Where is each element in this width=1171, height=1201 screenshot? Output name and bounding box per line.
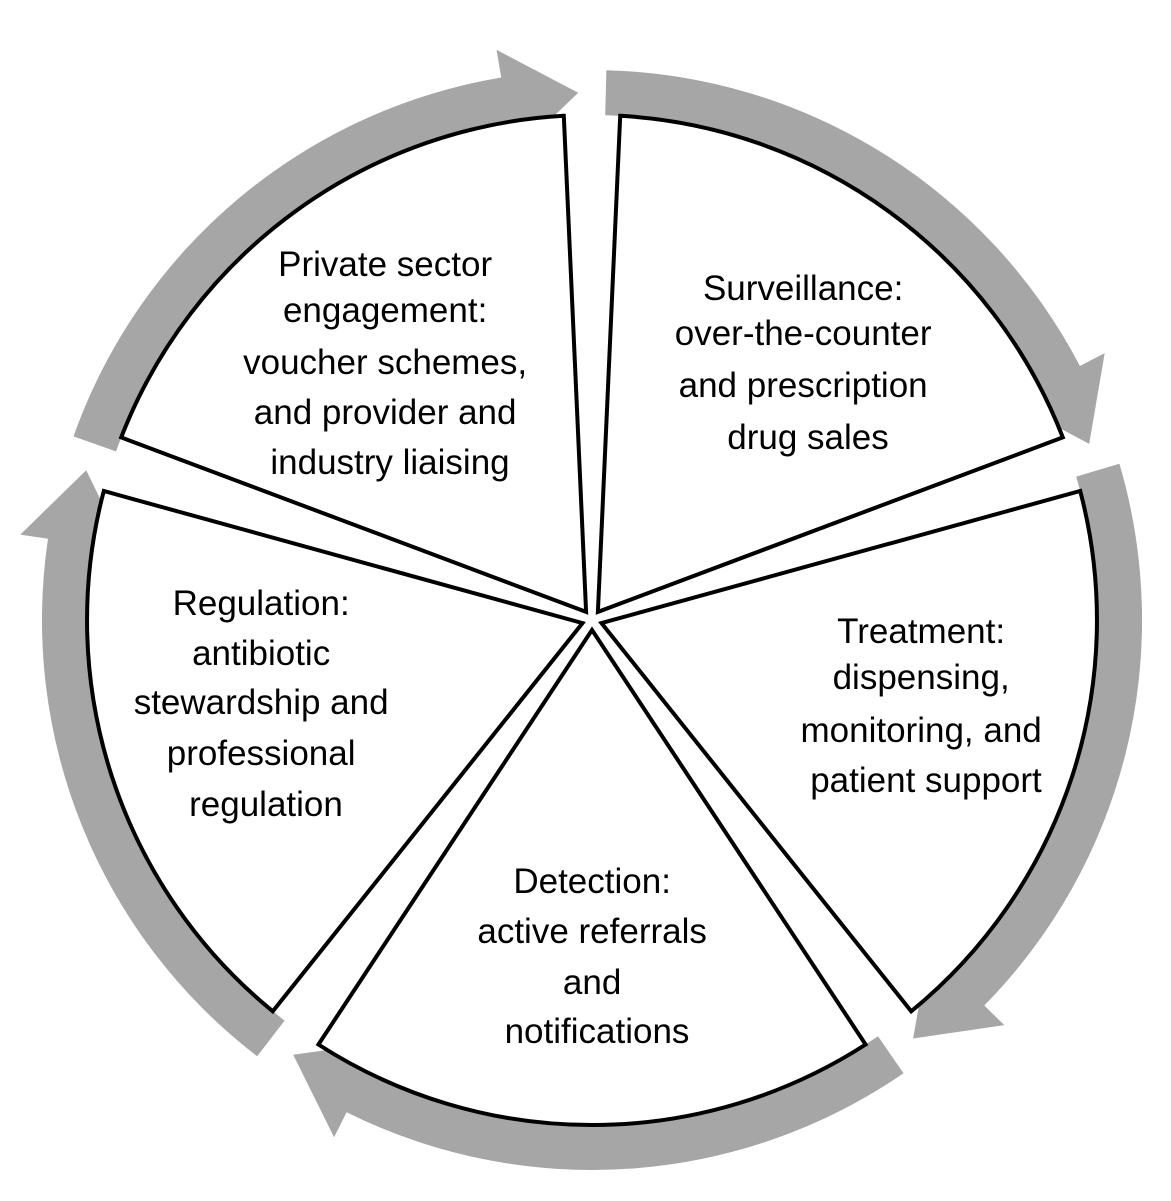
segment-surveillance xyxy=(595,113,1066,615)
regulation-label: Regulation: antibiotic stewardship and p… xyxy=(134,584,399,824)
detection-label: Detection: active referrals and notifica… xyxy=(477,862,716,1051)
cycle-segments xyxy=(85,113,1099,1127)
surveillance-label: Surveillance: over-the-counter and presc… xyxy=(675,269,942,457)
private-sector-label: Private sector engagement: voucher schem… xyxy=(243,245,537,482)
segment-regulation xyxy=(85,488,586,1015)
cycle-arrow-private-sector xyxy=(73,49,579,452)
segment-detection xyxy=(315,626,869,1127)
cycle-arrow-detection xyxy=(293,1036,904,1170)
segment-treatment xyxy=(598,488,1099,1015)
treatment-label: Treatment: dispensing, monitoring, and p… xyxy=(801,612,1052,800)
segment-labels: Surveillance: over-the-counter and presc… xyxy=(134,245,1052,1051)
cycle-arrow-surveillance xyxy=(605,70,1105,444)
segment-private-sector xyxy=(118,113,589,615)
